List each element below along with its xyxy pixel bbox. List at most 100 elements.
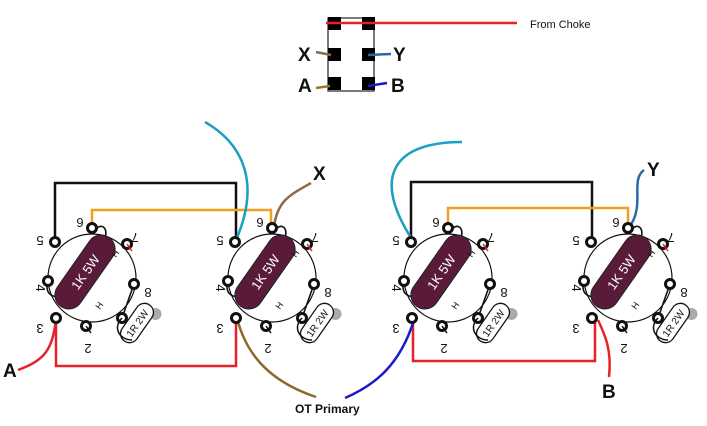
pin-number-3: 3 [36, 321, 43, 336]
pin-number-2: 2 [84, 341, 91, 356]
pin8-pin1-link [657, 283, 671, 319]
screen-resistor-body [54, 234, 116, 310]
pin-number-3: 3 [392, 321, 399, 336]
y-wire [628, 168, 645, 227]
pin-3 [586, 312, 598, 324]
pin2-tick [621, 325, 628, 334]
heater-tick [482, 243, 489, 252]
grid-resistor-lead [116, 317, 133, 341]
pin-number-2: 2 [264, 341, 271, 356]
pin-number-5: 5 [392, 233, 399, 248]
pin-number-4: 4 [33, 284, 48, 291]
ot-primary-label: OT Primary [295, 402, 360, 416]
pin-number-8: 8 [500, 285, 507, 300]
pin-8 [664, 278, 676, 290]
x-wire [272, 181, 312, 227]
switch-terminal-b [362, 77, 375, 90]
pin-number-6: 6 [612, 215, 619, 230]
pin-number-8: 8 [680, 285, 687, 300]
switch-terminal-x [328, 48, 341, 61]
pin-number-7: 7 [667, 230, 674, 245]
heater-tick [662, 243, 669, 252]
pin-number-5: 5 [572, 233, 579, 248]
pin-5 [585, 236, 597, 248]
cathode-bus-left [54, 318, 238, 368]
pin2-tick [265, 325, 272, 334]
pin-4 [42, 275, 54, 287]
ot-primary-wire-a [235, 317, 317, 399]
pin2-tick [441, 325, 448, 334]
switch-block: From Choke X Y A B [298, 17, 591, 97]
heater-tick [126, 243, 133, 252]
bus-wires [53, 180, 630, 368]
pin8-pin1-link [301, 283, 315, 319]
pin8-pin1-link [477, 283, 491, 319]
pin-8 [484, 278, 496, 290]
pin-4 [578, 275, 590, 287]
heater-label: H [449, 300, 461, 311]
heater-label: H [273, 300, 285, 311]
pin-5 [405, 236, 417, 248]
pin-number-2: 2 [620, 341, 627, 356]
cathode-bus-right [411, 318, 597, 363]
pin-6 [86, 222, 98, 234]
pin-number-8: 8 [324, 285, 331, 300]
pin-number-6: 6 [76, 215, 83, 230]
grid-resistor-body [119, 302, 155, 344]
label-y: Y [647, 160, 660, 181]
switch-label-b: B [391, 76, 405, 97]
screen-resistor-body [590, 234, 652, 310]
pin-number-5: 5 [216, 233, 223, 248]
pin-6 [266, 222, 278, 234]
grid-resistor-lead [472, 317, 489, 341]
pin-number-2: 2 [440, 341, 447, 356]
heater-label: H [629, 300, 641, 311]
grid-resistor-lead [296, 317, 313, 341]
grid-resistor-body [475, 302, 511, 344]
heater-label: H [289, 248, 301, 259]
input-wire-right [390, 140, 463, 242]
heater-label: H [645, 248, 657, 259]
pin-3 [406, 312, 418, 324]
a-wire [17, 319, 58, 372]
pin-3 [230, 312, 242, 324]
label-x: X [313, 164, 326, 185]
heater-tick [306, 243, 313, 252]
heater-label: H [109, 248, 121, 259]
pin-number-3: 3 [572, 321, 579, 336]
label-b: B [602, 382, 616, 403]
pin-3 [50, 312, 62, 324]
from-choke-label: From Choke [530, 19, 591, 31]
pin-number-8: 8 [144, 285, 151, 300]
pin-number-7: 7 [487, 230, 494, 245]
pin2-tick [85, 325, 92, 334]
pin-4 [398, 275, 410, 287]
ot-primary-wire-b [344, 319, 416, 400]
switch-label-x: X [298, 45, 311, 66]
b-lead [367, 81, 388, 88]
screen-resistor-body [234, 234, 296, 310]
pin-number-4: 4 [569, 284, 584, 291]
pin-5 [229, 236, 241, 248]
pin-6 [442, 222, 454, 234]
switch-label-y: Y [393, 45, 406, 66]
b-wire [596, 319, 611, 378]
pin-number-6: 6 [432, 215, 439, 230]
grid-resistor-lead [652, 317, 669, 341]
pin-4 [222, 275, 234, 287]
input-wire-left [204, 120, 249, 241]
grid-resistor-body [299, 302, 335, 344]
grid-resistor-body [655, 302, 691, 344]
heater-label: H [93, 300, 105, 311]
label-a: A [3, 361, 17, 382]
pin-number-7: 7 [311, 230, 318, 245]
pin-8 [128, 278, 140, 290]
pin-number-5: 5 [36, 233, 43, 248]
heater-label: H [465, 248, 477, 259]
pin-number-6: 6 [256, 215, 263, 230]
